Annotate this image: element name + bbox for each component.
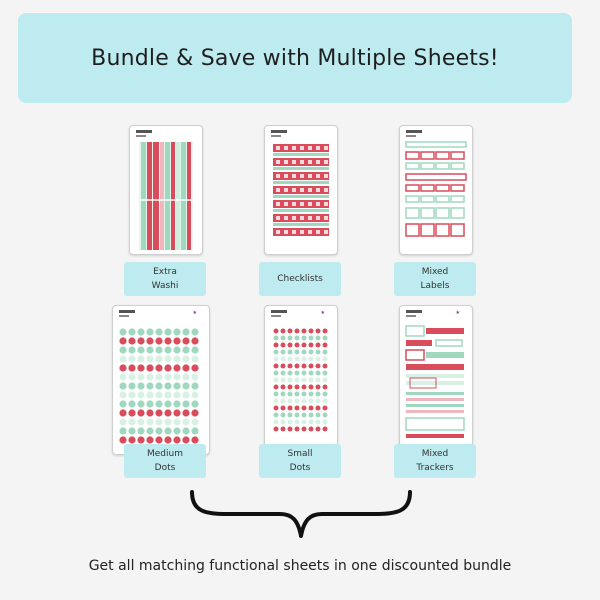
- sheet-extra-washi[interactable]: [129, 125, 203, 255]
- curly-brace-icon: [190, 490, 412, 538]
- label-checklists: Checklists: [259, 262, 341, 296]
- sheet-header: ★: [406, 310, 466, 320]
- brand-logo: ★: [192, 310, 197, 316]
- label-line-2: Dots: [154, 463, 176, 473]
- label-line-1: Checklists: [277, 274, 323, 284]
- label-line-1: Mixed: [421, 267, 449, 277]
- sheet-header: [136, 130, 196, 140]
- sheet-mixed-labels[interactable]: [399, 125, 473, 255]
- label-line-1: Extra: [153, 267, 177, 277]
- sheet-header: ★: [271, 310, 331, 320]
- sheet-header: ★: [119, 310, 203, 320]
- label-line-2: Labels: [420, 281, 450, 291]
- label-mixed-trackers: Mixed Trackers: [394, 444, 476, 478]
- brand-logo: ★: [320, 310, 325, 316]
- washi-strips-graphic: [139, 142, 193, 250]
- sheet-medium-dots[interactable]: ★: [112, 305, 210, 455]
- label-extra-washi: Extra Washi: [124, 262, 206, 296]
- checklists-graphic: [273, 144, 329, 236]
- label-line-2: Trackers: [416, 463, 454, 473]
- label-line-2: Dots: [289, 463, 311, 473]
- medium-dots-graphic: [119, 328, 199, 444]
- small-dots-graphic: [273, 328, 328, 432]
- label-small-dots: Small Dots: [259, 444, 341, 478]
- sheet-header: [271, 130, 331, 140]
- sheet-checklists[interactable]: [264, 125, 338, 255]
- brand-logo: ★: [455, 310, 460, 316]
- trackers-graphic: [405, 325, 465, 438]
- sheet-small-dots[interactable]: ★: [264, 305, 338, 447]
- labels-graphic: [405, 141, 467, 237]
- sheet-header: [406, 130, 466, 140]
- label-medium-dots: Medium Dots: [124, 444, 206, 478]
- label-mixed-labels: Mixed Labels: [394, 262, 476, 296]
- label-line-1: Small: [287, 449, 313, 459]
- label-line-1: Mixed: [421, 449, 449, 459]
- sheet-mixed-trackers[interactable]: ★: [399, 305, 473, 447]
- label-line-1: Medium: [147, 449, 183, 459]
- banner-title: Bundle & Save with Multiple Sheets!: [91, 45, 499, 71]
- footer-caption: Get all matching functional sheets in on…: [88, 558, 512, 574]
- title-banner: Bundle & Save with Multiple Sheets!: [18, 13, 572, 103]
- label-line-2: Washi: [151, 281, 179, 291]
